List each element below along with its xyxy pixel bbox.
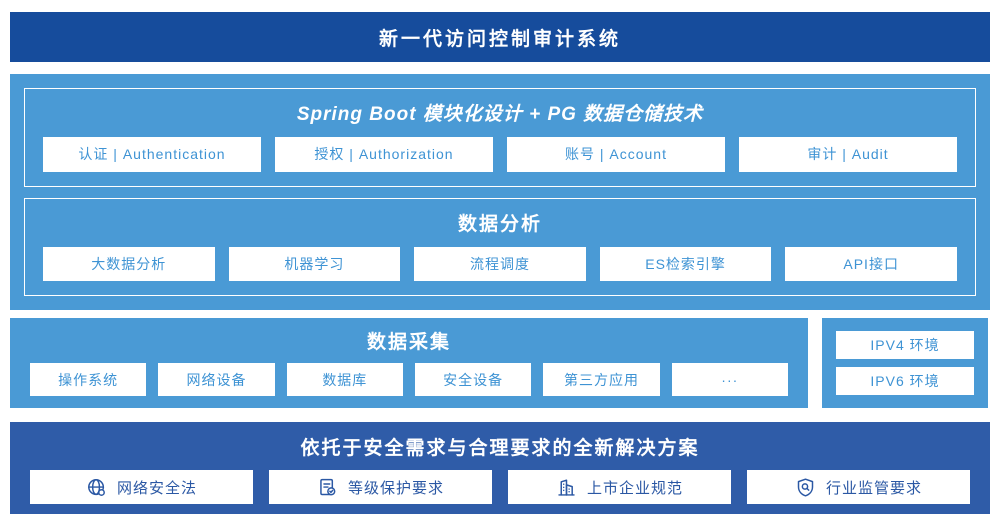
collection-box-third-party: 第三方应用	[543, 363, 660, 396]
document-check-icon	[317, 477, 338, 498]
analysis-box-es-search: ES检索引擎	[599, 246, 772, 281]
building-icon	[556, 477, 577, 498]
module-box-account: 账号 | Account	[507, 137, 725, 172]
data-analysis-box-row: 大数据分析 机器学习 流程调度 ES检索引擎 API接口	[43, 246, 957, 281]
spring-boot-box-row: 认证 | Authentication 授权 | Authorization 账…	[43, 137, 957, 172]
module-box-audit: 审计 | Audit	[739, 137, 957, 172]
analysis-box-bigdata: 大数据分析	[43, 246, 215, 281]
data-collection-title: 数据采集	[366, 332, 451, 353]
solution-title: 依托于安全需求与合理要求的全新解决方案	[300, 438, 700, 459]
title-banner: 新一代访问控制审计系统	[10, 12, 990, 62]
collection-box-database: 数据库	[286, 363, 403, 396]
solution-box-row: 网络安全法 等级保护要求	[30, 470, 970, 504]
collection-box-network-device: 网络设备	[158, 363, 275, 396]
ip-environment-panel: IPV4 环境 IPV6 环境	[822, 318, 988, 408]
ipv6-box: IPV6 环境	[836, 367, 974, 395]
solution-box-industry-regulation: 行业监管要求	[747, 470, 970, 504]
solution-box-label: 等级保护要求	[347, 479, 444, 497]
solution-panel: 依托于安全需求与合理要求的全新解决方案 网络安全法	[10, 422, 990, 514]
solution-box-classified-protection: 等级保护要求	[269, 470, 492, 504]
solution-box-label: 行业监管要求	[825, 479, 922, 497]
page-title: 新一代访问控制审计系统	[378, 28, 621, 50]
analysis-box-workflow: 流程调度	[414, 246, 586, 281]
solution-box-label: 网络安全法	[116, 479, 197, 497]
platform-panel: Spring Boot 模块化设计 + PG 数据仓储技术 认证 | Authe…	[10, 74, 990, 310]
solution-box-label: 上市企业规范	[586, 479, 683, 497]
analysis-box-machine-learning: 机器学习	[228, 246, 401, 281]
shield-search-icon	[795, 477, 816, 498]
analysis-box-api: API接口	[785, 246, 957, 281]
spring-boot-section: Spring Boot 模块化设计 + PG 数据仓储技术 认证 | Authe…	[24, 88, 976, 187]
module-box-authentication: 认证 | Authentication	[43, 137, 261, 172]
collection-box-security-device: 安全设备	[414, 363, 532, 396]
data-collection-panel: 数据采集 操作系统 网络设备 数据库 安全设备 第三方应用 ···	[10, 318, 808, 408]
ipv4-box: IPV4 环境	[836, 331, 974, 359]
collection-box-os: 操作系统	[30, 363, 147, 396]
solution-box-cybersecurity-law: 网络安全法	[30, 470, 253, 504]
data-collection-box-row: 操作系统 网络设备 数据库 安全设备 第三方应用 ···	[30, 363, 788, 396]
spring-boot-section-title: Spring Boot 模块化设计 + PG 数据仓储技术	[296, 104, 704, 125]
globe-icon	[86, 477, 107, 498]
data-analysis-section-title: 数据分析	[457, 213, 542, 235]
module-box-authorization: 授权 | Authorization	[275, 137, 493, 172]
collection-box-ellipsis: ···	[671, 363, 788, 396]
solution-box-listed-company: 上市企业规范	[508, 470, 731, 504]
data-analysis-section: 数据分析 大数据分析 机器学习 流程调度 ES检索引擎 API接口	[24, 197, 976, 296]
